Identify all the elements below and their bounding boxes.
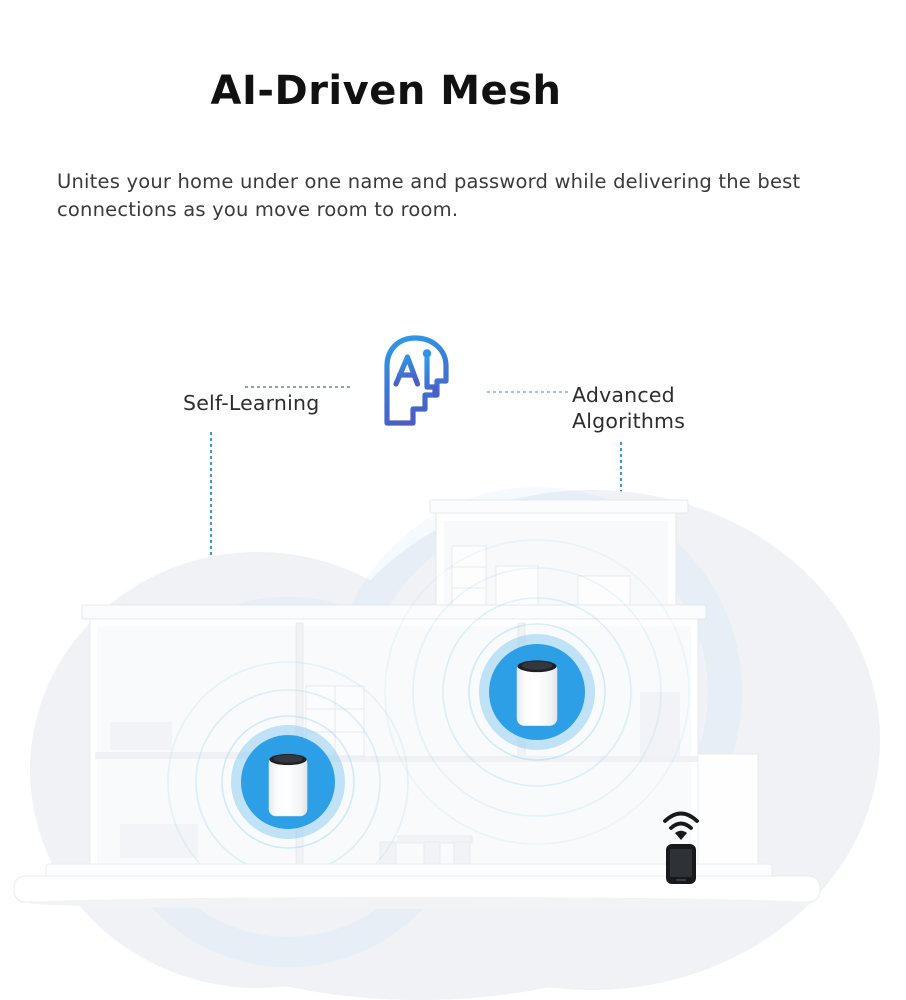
smartphone-with-wifi [663, 811, 699, 884]
description-line-1: Unites your home under one name and pass… [57, 170, 801, 193]
connector-left-horizontal [245, 386, 351, 388]
wifi-signal-icon [663, 811, 699, 830]
mesh-router-left [231, 725, 345, 839]
description-line-2: connections as you move room to room. [57, 197, 459, 221]
roof-slab [81, 604, 707, 620]
upper-floor-room [429, 499, 689, 620]
right-wing [697, 753, 759, 873]
circuit-line [424, 355, 438, 398]
circuit-node [422, 349, 432, 358]
mesh-router-right [479, 634, 595, 750]
house-cutaway-illustration [13, 487, 880, 1000]
description: Unites your home under one name and pass… [57, 168, 847, 223]
letter-a [393, 354, 421, 387]
page-title: AI-Driven Mesh [210, 68, 562, 114]
smartphone-icon [666, 844, 696, 884]
connector-right-horizontal [487, 391, 570, 393]
main-floor [89, 618, 699, 873]
base-platform [13, 863, 821, 909]
feature-label-self-learning: Self-Learning [183, 391, 320, 415]
signal-ripples-right [384, 539, 690, 845]
ai-head-icon [384, 335, 449, 426]
feature-label-advanced-algorithms: Advanced Algorithms [572, 383, 686, 433]
